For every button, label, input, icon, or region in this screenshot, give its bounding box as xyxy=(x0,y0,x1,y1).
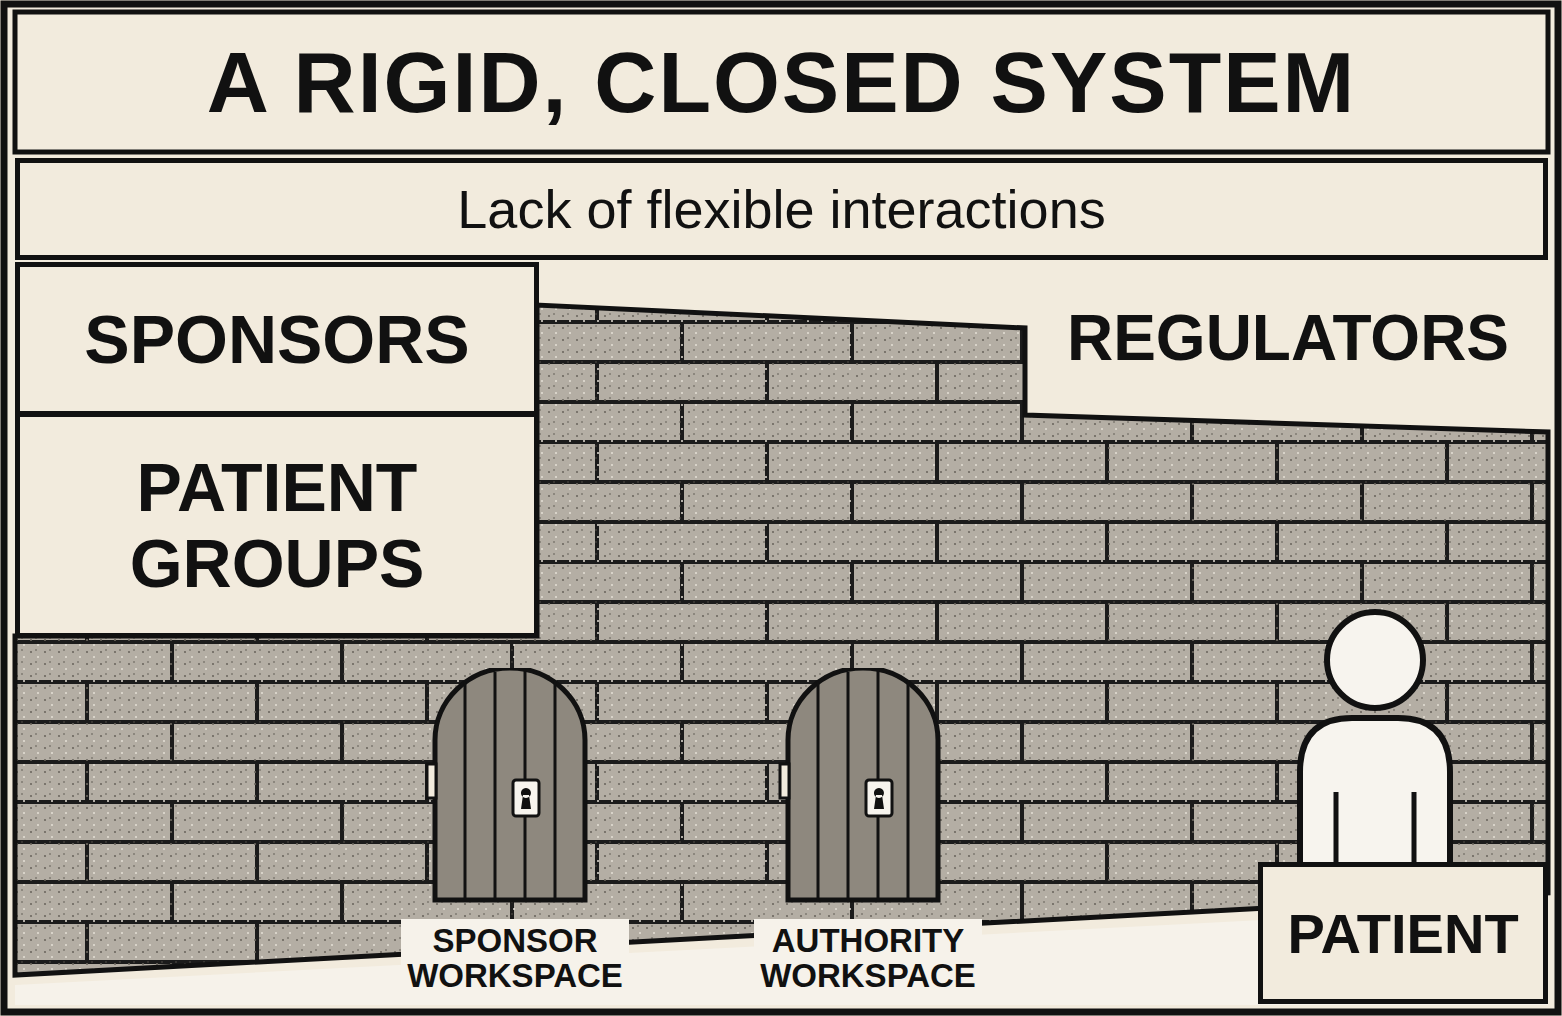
patient-head xyxy=(1327,612,1423,708)
subtitle-band: Lack of flexible interactions xyxy=(15,158,1548,260)
outer-frame xyxy=(4,4,1558,1012)
patient-body xyxy=(1300,718,1450,872)
node-label: SPONSORS xyxy=(64,301,489,377)
keyhole xyxy=(874,788,884,809)
patient-label-box: PATIENT xyxy=(1258,862,1548,1004)
keyhole-plate xyxy=(513,780,539,816)
node-label: SPONSOR WORKSPACE xyxy=(401,919,629,1000)
node-label: AUTHORITY WORKSPACE xyxy=(754,919,982,1000)
title-text: A RIGID, CLOSED SYSTEM xyxy=(15,12,1548,152)
door-hinge xyxy=(780,764,789,798)
node-label: PATIENT xyxy=(1287,901,1518,966)
door-hinge xyxy=(427,764,436,798)
keyhole-plate xyxy=(866,780,892,816)
door-shape xyxy=(788,668,938,900)
door-shape xyxy=(435,668,585,900)
patient-arms xyxy=(1336,792,1414,865)
door-outline xyxy=(410,668,620,904)
keyhole xyxy=(521,788,531,809)
stakeholder-area: REGULATORS xyxy=(1028,262,1548,414)
door-planks xyxy=(465,670,555,900)
workspace-door: AUTHORITY WORKSPACE xyxy=(763,668,973,1004)
door-planks xyxy=(818,670,908,900)
workspace-door: SPONSOR WORKSPACE xyxy=(410,668,620,1004)
node-label: PATIENT GROUPS xyxy=(20,449,534,601)
door-outline xyxy=(763,668,973,904)
stakeholder-box: SPONSORS xyxy=(15,262,539,416)
stakeholder-box: PATIENT GROUPS xyxy=(15,412,539,638)
title-band xyxy=(15,12,1548,152)
node-label: Lack of flexible interactions xyxy=(457,178,1105,240)
node-label: REGULATORS xyxy=(1067,301,1509,375)
